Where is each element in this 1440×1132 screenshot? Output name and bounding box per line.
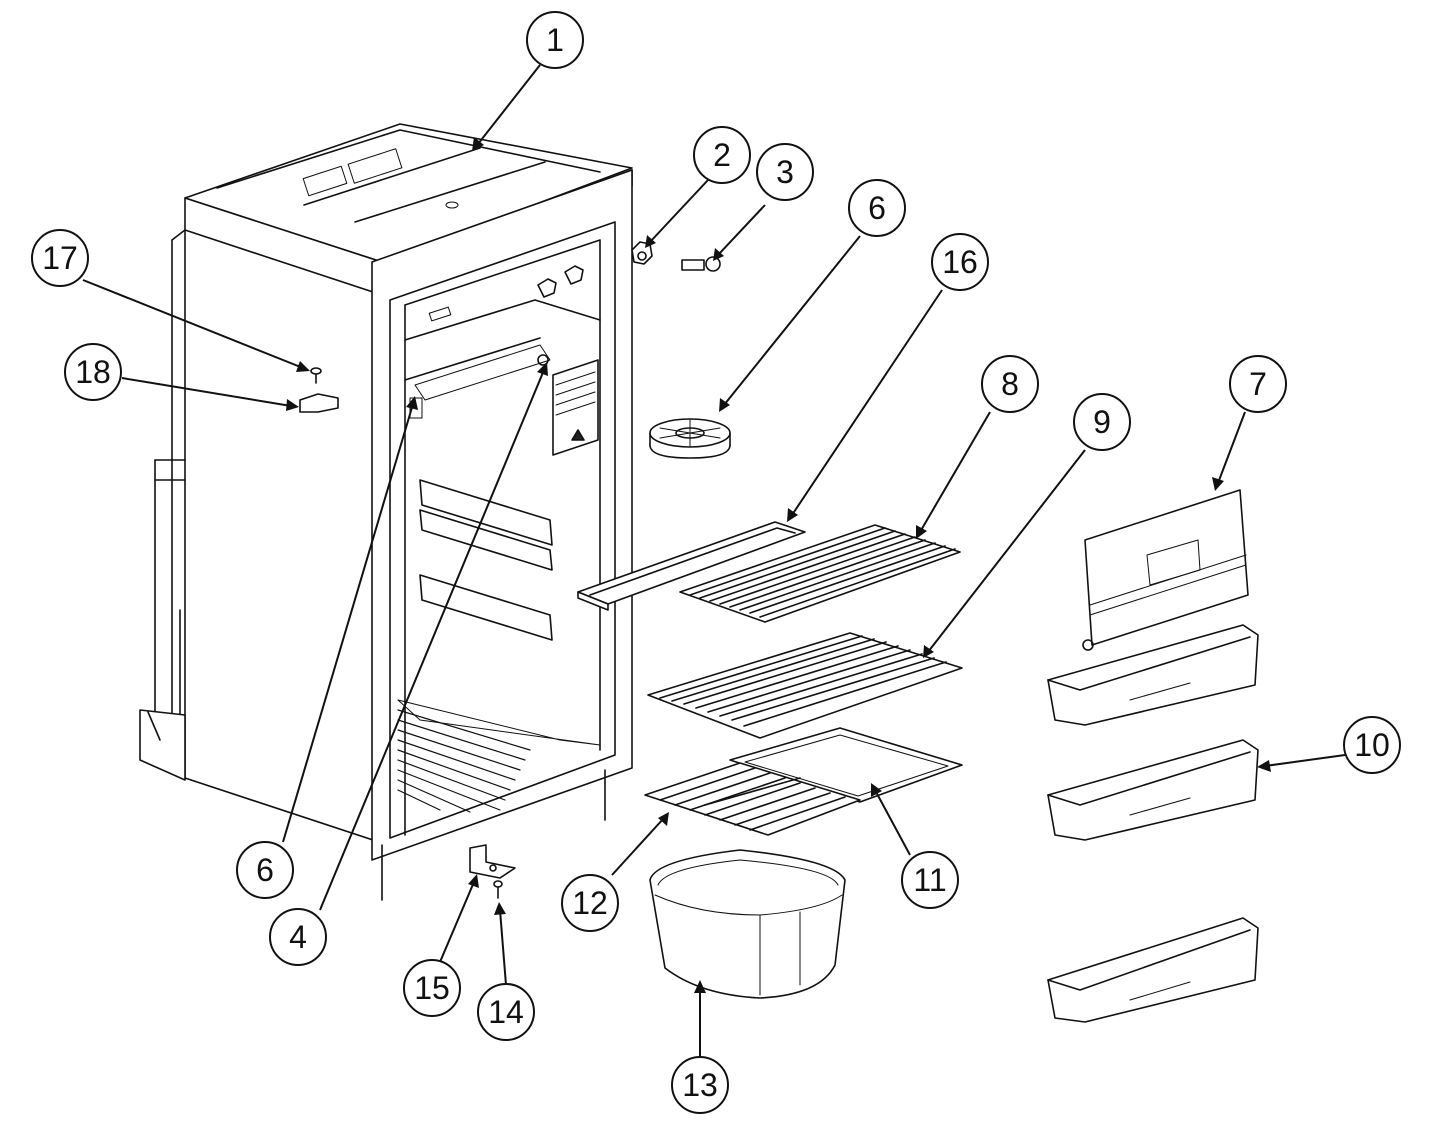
callout-13: 13 — [671, 1056, 729, 1114]
shelf-bracket-rail-part — [577, 521, 806, 611]
callout-13-label: 13 — [682, 1067, 718, 1103]
callout-6-bottom-label: 6 — [256, 852, 274, 888]
crisper-wire-shelf-part — [644, 762, 861, 836]
control-knob-part — [631, 241, 653, 265]
refrigerator-cabinet — [139, 123, 633, 901]
callout-8-label: 8 — [1001, 366, 1019, 402]
crisper-drawer-part — [649, 849, 846, 999]
mounting-bracket-part — [299, 393, 339, 413]
screw-part — [310, 367, 322, 384]
callout-1: 1 — [526, 11, 584, 69]
callout-7-label: 7 — [1249, 366, 1267, 402]
callout-6-top-label: 6 — [868, 190, 886, 226]
leader-lines — [82, 64, 1346, 1058]
callout-12-label: 12 — [572, 885, 608, 921]
callout-8: 8 — [981, 355, 1039, 413]
callout-6-bottom: 6 — [236, 841, 294, 899]
callout-16: 16 — [931, 233, 989, 291]
hinge-screw-part — [493, 880, 503, 899]
callout-14-label: 14 — [488, 994, 524, 1030]
door-bin-2 — [1047, 739, 1259, 841]
callout-2-label: 2 — [713, 137, 731, 173]
callout-2: 2 — [693, 126, 751, 184]
wire-shelf-large-part — [647, 632, 963, 739]
callout-11-label: 11 — [913, 862, 946, 898]
callout-16-label: 16 — [942, 244, 978, 280]
callout-11: 11 — [901, 851, 959, 909]
latch-part — [681, 256, 721, 272]
callout-10-label: 10 — [1354, 727, 1390, 763]
callout-4-label: 4 — [289, 919, 307, 955]
callout-9-label: 9 — [1093, 404, 1111, 440]
callout-12: 12 — [561, 874, 619, 932]
callout-17-label: 17 — [42, 240, 78, 276]
callout-9: 9 — [1073, 393, 1131, 451]
callout-4: 4 — [269, 908, 327, 966]
callout-18: 18 — [64, 343, 122, 401]
callout-14: 14 — [477, 983, 535, 1041]
callout-1-label: 1 — [546, 22, 564, 58]
callout-15: 15 — [403, 959, 461, 1017]
door-bin-3 — [1047, 917, 1259, 1023]
callout-15-label: 15 — [414, 970, 450, 1006]
wire-shelf-upper-part — [679, 524, 961, 623]
fan-cover-part — [649, 418, 731, 459]
callout-3: 3 — [756, 143, 814, 201]
door-bin-1 — [1047, 624, 1259, 726]
callout-18-label: 18 — [75, 354, 111, 390]
dairy-door-part — [1082, 489, 1249, 651]
callout-7: 7 — [1229, 355, 1287, 413]
callout-10: 10 — [1343, 716, 1401, 774]
callout-17: 17 — [31, 229, 89, 287]
callout-3-label: 3 — [776, 154, 794, 190]
hinge-part — [469, 844, 516, 879]
callout-6-top: 6 — [848, 179, 906, 237]
